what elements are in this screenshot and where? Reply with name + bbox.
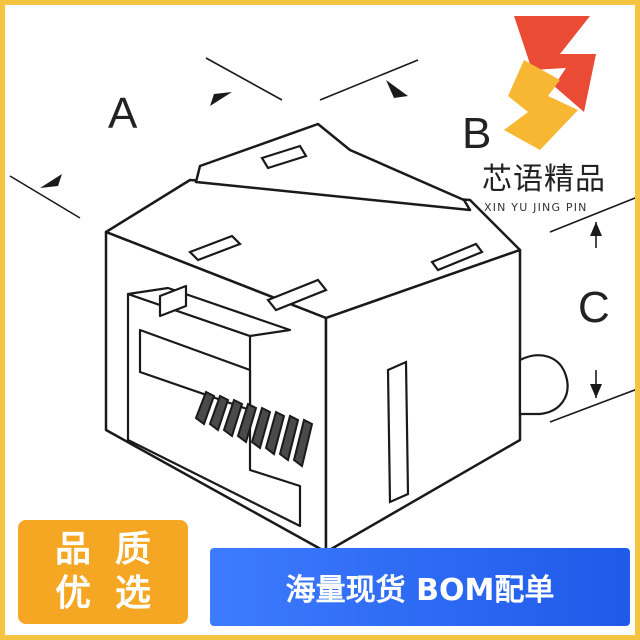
- connector-side-face: [324, 248, 522, 554]
- contact-pins: [194, 390, 314, 468]
- dim-a-left-arrow: [40, 174, 62, 188]
- dim-b-arrow: [386, 80, 408, 98]
- promo-banner: 海量现货 BOM配单: [210, 548, 630, 626]
- quality-badge: 品质 优选: [18, 520, 188, 624]
- top-slot-2: [266, 278, 328, 312]
- dim-c-upper-arrow: [590, 222, 602, 236]
- dim-b-extension: [319, 59, 419, 101]
- brand-pinyin: XIN YU JING PIN: [484, 201, 588, 214]
- brand-logo-icon: [504, 16, 596, 150]
- dim-a-left-extension: [9, 175, 81, 219]
- dim-a-right-extension: [205, 57, 283, 101]
- connector-back-block: [194, 122, 472, 212]
- top-slot-3: [430, 242, 484, 272]
- dim-c-lower-arrow: [590, 384, 602, 398]
- top-slot-1: [188, 234, 242, 262]
- side-post: [518, 354, 569, 416]
- dim-c-bottom-extension: [549, 387, 640, 423]
- back-slot: [260, 144, 308, 170]
- dim-c-top-extension: [549, 195, 640, 233]
- promo-banner-text: 海量现货 BOM配单: [285, 573, 555, 608]
- dimension-label-b: B: [462, 109, 492, 158]
- badge-line-1: 品质: [54, 529, 175, 570]
- side-slot: [386, 360, 410, 504]
- dimension-label-a: A: [108, 89, 138, 138]
- dim-a-right-arrow: [210, 92, 232, 106]
- brand-name: 芯语精品: [482, 162, 606, 197]
- badge-line-2: 优选: [54, 573, 175, 614]
- dimension-label-c: C: [578, 283, 610, 332]
